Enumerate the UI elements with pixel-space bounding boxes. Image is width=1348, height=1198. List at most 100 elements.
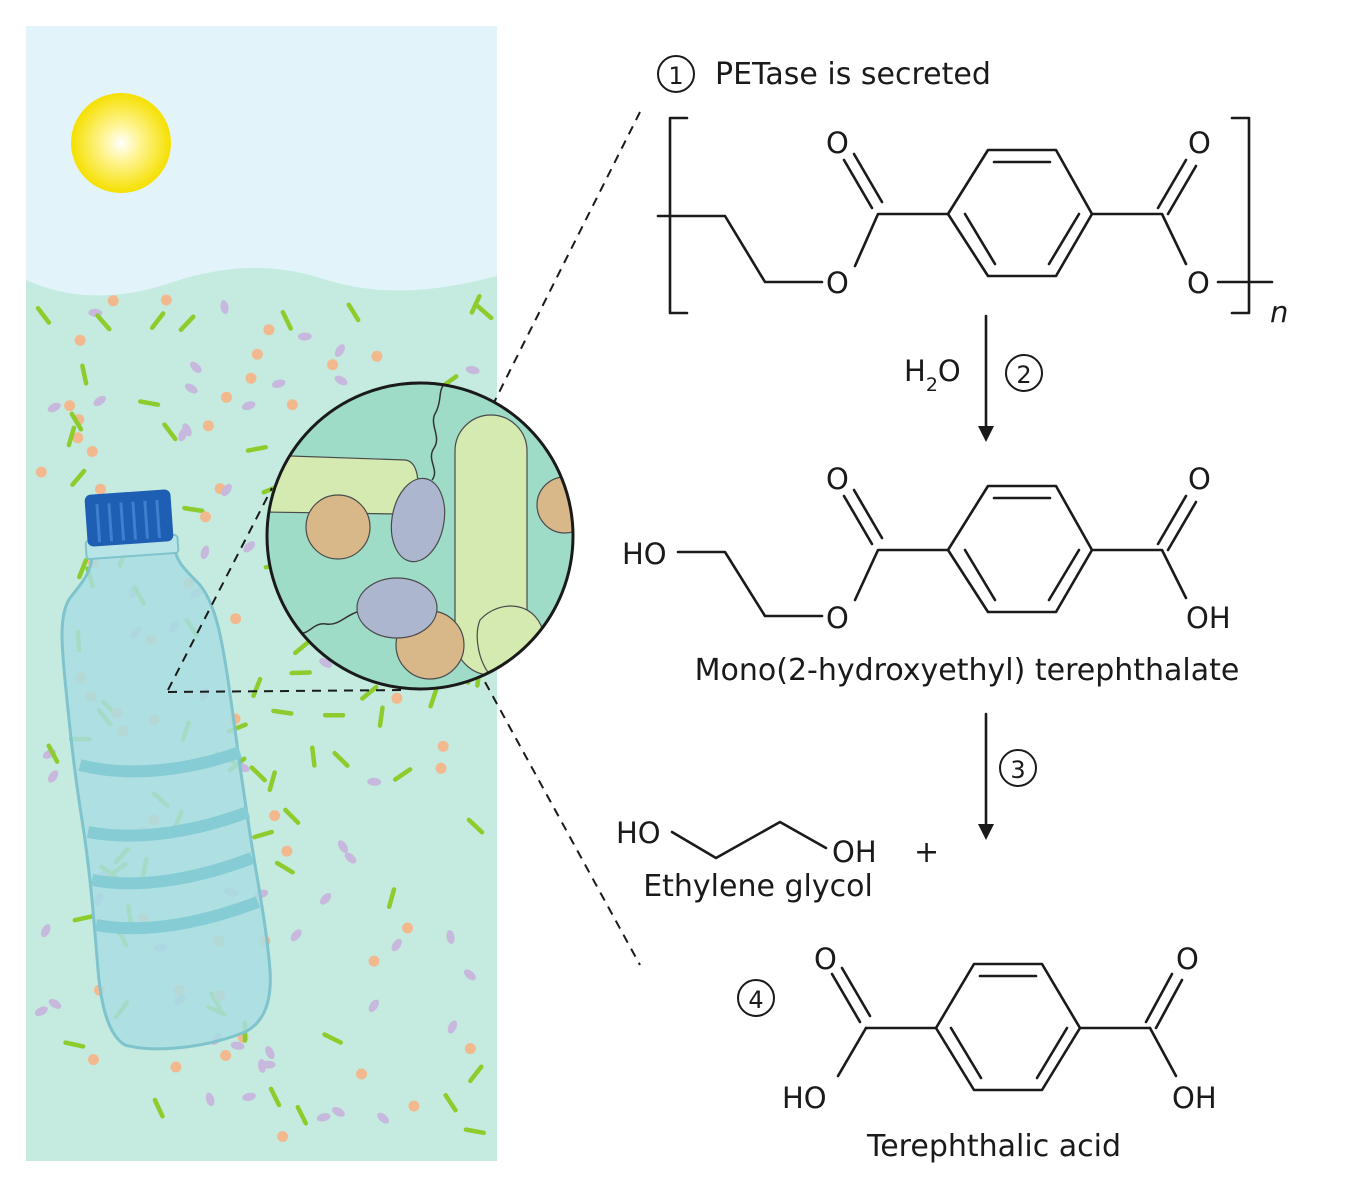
- bottle-ring-3: [90, 852, 255, 890]
- bottle-ring-4: [94, 896, 261, 935]
- orange-particle-icon: [263, 324, 275, 336]
- atom-o: O: [1188, 462, 1211, 496]
- orange-particle-icon: [277, 1131, 289, 1142]
- rod-bacterium-icon: [443, 1092, 458, 1113]
- orange-particle-icon: [230, 613, 242, 625]
- purple-cell: [390, 477, 446, 563]
- purple-particle-icon: [34, 1006, 48, 1016]
- orange-particle-icon: [371, 350, 383, 362]
- rod-bacterium-icon: [70, 468, 87, 487]
- orange-particle-icon: [86, 446, 98, 457]
- rod-bacterium-icon: [95, 313, 112, 332]
- step-4-number: 4: [748, 986, 763, 1014]
- purple-particle-icon: [93, 395, 106, 407]
- purple-particle-icon: [265, 1046, 275, 1060]
- orange-particle-icon: [170, 1061, 182, 1073]
- purple-particle-icon: [290, 929, 302, 942]
- rod-bacterium-icon: [46, 743, 60, 764]
- terephthalic-acid-structure: 4 O O HO OH Terephthalic acid: [737, 942, 1217, 1164]
- orange-particle-icon: [435, 762, 447, 774]
- repeat-index: n: [1270, 295, 1288, 329]
- purple-particle-icon: [241, 401, 256, 411]
- atom-oh: OH: [1186, 601, 1231, 635]
- purple-particle-icon: [40, 924, 51, 938]
- plastic-bottle-icon: [60, 489, 272, 1051]
- rod-bacterium-icon: [310, 745, 317, 768]
- rod-bacterium-icon: [268, 1086, 282, 1108]
- plus-sign: +: [914, 835, 939, 870]
- rod-bacterium-icon: [80, 363, 89, 386]
- purple-cell: [356, 577, 438, 639]
- purple-particle-icon: [367, 777, 382, 786]
- atom-o: O: [1176, 942, 1199, 976]
- sun-icon: [71, 93, 171, 193]
- orange-particle-icon: [368, 955, 380, 967]
- rod-bacterium-icon: [280, 309, 293, 331]
- rod-bacterium-icon: [35, 305, 52, 325]
- purple-particle-icon: [242, 1092, 256, 1101]
- orange-particle-icon: [391, 692, 403, 704]
- ethylene-glycol-label: Ethylene glycol: [643, 869, 873, 904]
- purple-particle-icon: [344, 852, 357, 864]
- orange-particle-icon: [464, 1043, 476, 1055]
- orange-particle-icon: [356, 1068, 367, 1080]
- step-1: 1 PETase is secreted: [657, 55, 991, 93]
- atom-o: O: [1188, 126, 1211, 160]
- orange-particle-icon: [72, 432, 84, 444]
- purple-particle-icon: [334, 344, 345, 357]
- step-1-number: 1: [668, 62, 683, 90]
- orange-particle-icon: [408, 1100, 420, 1112]
- ethylene-glycol-structure: HO OH + Ethylene glycol: [616, 816, 939, 904]
- rod-bacterium-icon: [332, 750, 350, 768]
- bottle-ring-2: [86, 806, 251, 842]
- purple-particle-icon: [220, 300, 229, 315]
- atom-oh: OH: [1172, 1081, 1217, 1115]
- reaction-arrow-3: 3: [978, 712, 1037, 840]
- purple-particle-icon: [297, 332, 312, 341]
- rod-bacterium-icon: [69, 411, 84, 432]
- purple-particle-icon: [447, 1020, 458, 1034]
- orange-particle-icon: [200, 511, 211, 523]
- svg-text:H2O: H2O: [904, 354, 961, 396]
- reaction-arrow-2: H2O 2: [904, 314, 1043, 442]
- pet-polymer-structure: O O O O n: [656, 116, 1288, 329]
- rod-bacterium-icon: [249, 765, 267, 783]
- rod-bacterium-icon: [283, 807, 301, 825]
- purple-particle-icon: [320, 892, 332, 905]
- rod-bacterium-icon: [468, 1064, 484, 1084]
- atom-oh: OH: [832, 835, 877, 869]
- rod-bacterium-icon: [267, 770, 277, 793]
- rod-bacterium-icon: [77, 558, 89, 580]
- rod-bacterium-icon: [63, 1040, 86, 1049]
- orange-cell: [305, 494, 371, 560]
- water-subscript: 2: [926, 374, 938, 396]
- rod-bacterium-icon: [66, 425, 77, 448]
- purple-particle-icon: [332, 1106, 345, 1117]
- atom-o: O: [826, 266, 849, 300]
- purple-particle-icon: [243, 541, 255, 553]
- purple-particle-icon: [47, 770, 59, 783]
- purple-particle-icon: [221, 483, 232, 497]
- purple-particle-icon: [189, 361, 202, 373]
- rod-bacterium-icon: [138, 399, 161, 407]
- rod-bacterium-icon: [274, 860, 295, 875]
- purple-particle-icon: [48, 998, 62, 1009]
- rod-bacterium-icon: [182, 505, 205, 514]
- purple-particle-icon: [465, 365, 480, 375]
- atom-o: O: [826, 601, 849, 635]
- water-o: O: [938, 354, 961, 388]
- purple-particle-icon: [377, 1112, 389, 1124]
- mhet-structure: HO O O O OH Mono(2-hydroxyethyl) terepht…: [622, 462, 1239, 688]
- mhet-label: Mono(2-hydroxyethyl) terephthalate: [695, 653, 1240, 688]
- rod-bacterium-icon: [251, 676, 263, 699]
- orange-particle-icon: [286, 399, 298, 411]
- purple-particle-icon: [337, 840, 349, 853]
- purple-particle-icon: [184, 383, 198, 394]
- purple-particle-icon: [178, 427, 188, 442]
- orange-particle-icon: [88, 1054, 99, 1066]
- step-2-number: 2: [1016, 361, 1031, 389]
- atom-o: O: [814, 942, 837, 976]
- orange-particle-icon: [245, 372, 257, 384]
- rod-bacterium-icon: [322, 1032, 343, 1045]
